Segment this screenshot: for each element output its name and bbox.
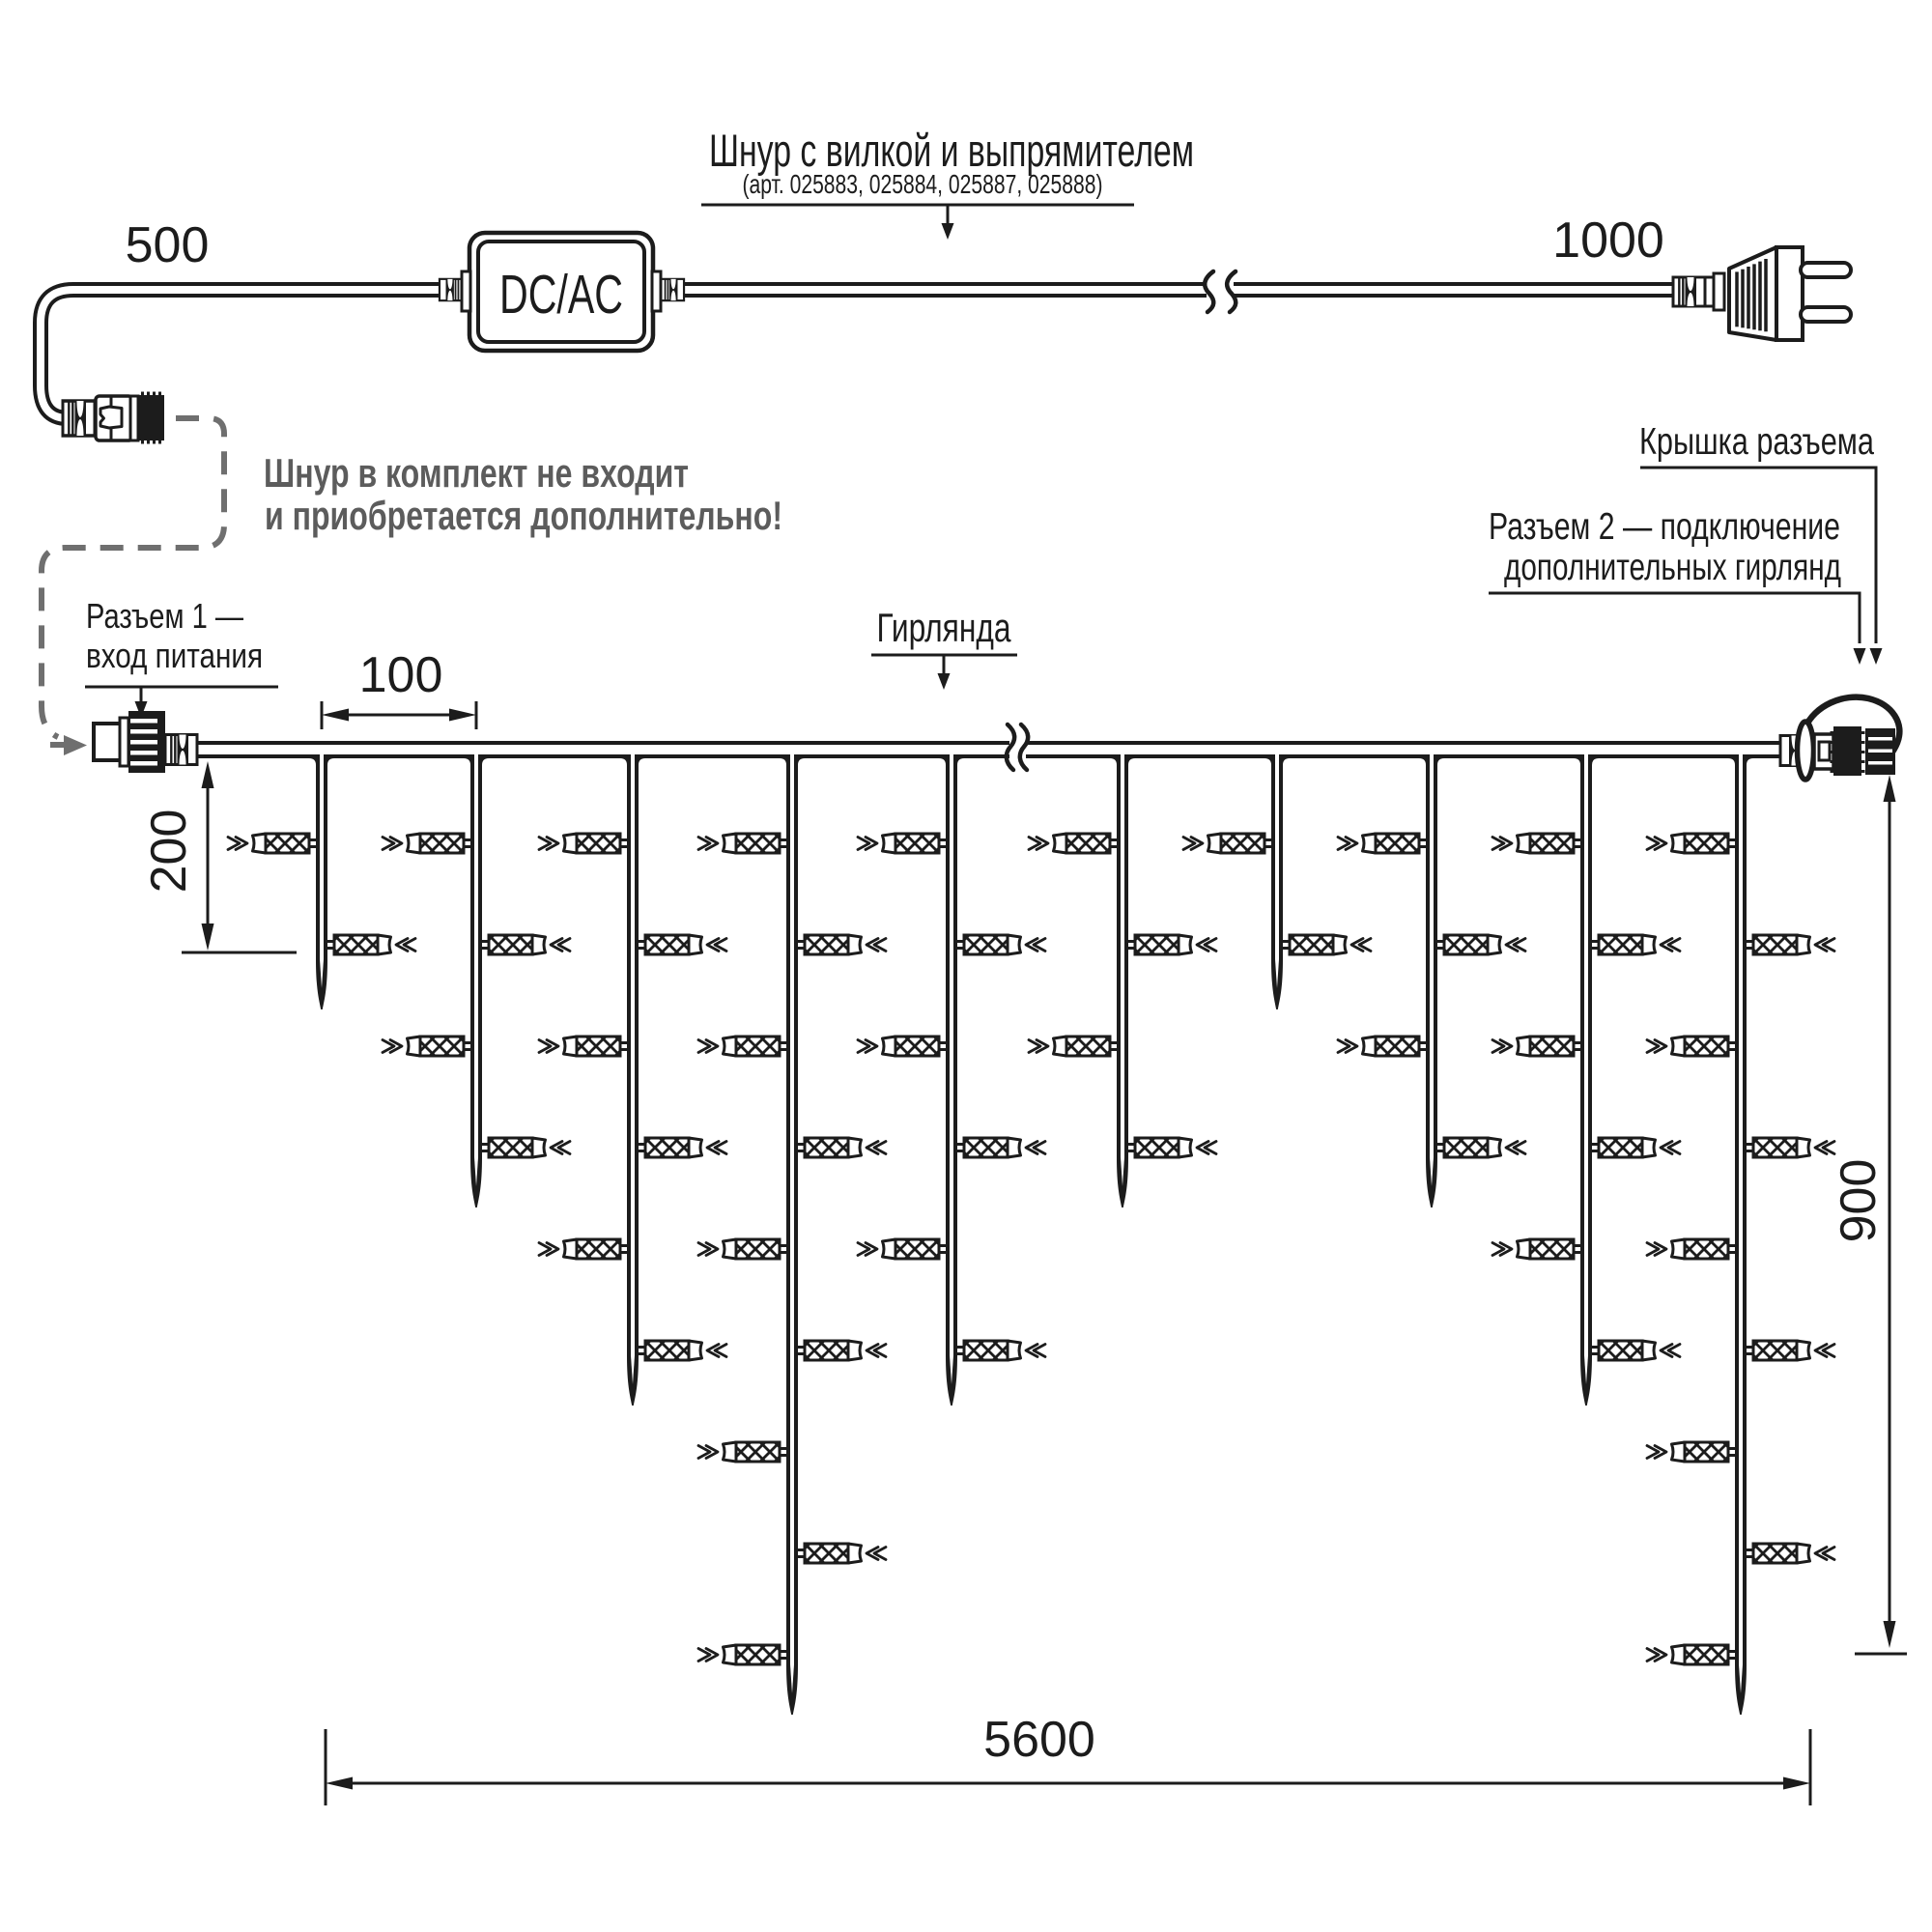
svg-text:дополнительных гирлянд: дополнительных гирлянд bbox=[1504, 547, 1841, 588]
svg-text:вход питания: вход питания bbox=[86, 636, 263, 675]
svg-text:500: 500 bbox=[126, 217, 210, 273]
svg-text:(арт. 025883, 025884, 025887,: (арт. 025883, 025884, 025887, 025888) bbox=[743, 169, 1103, 199]
svg-text:100: 100 bbox=[359, 647, 443, 703]
svg-text:1000: 1000 bbox=[1552, 213, 1664, 269]
svg-text:и приобретается дополнительно!: и приобретается дополнительно! bbox=[265, 493, 782, 538]
svg-text:Гирлянда: Гирлянда bbox=[877, 605, 1011, 650]
svg-text:Крышка разъема: Крышка разъема bbox=[1639, 421, 1874, 463]
svg-text:DC/AC: DC/AC bbox=[499, 264, 623, 326]
svg-text:Шнур с вилкой и выпрямителем: Шнур с вилкой и выпрямителем bbox=[709, 125, 1194, 176]
svg-text:5600: 5600 bbox=[983, 1712, 1095, 1768]
svg-text:Шнур в комплект не входит: Шнур в комплект не входит bbox=[264, 450, 689, 496]
svg-text:200: 200 bbox=[141, 810, 197, 894]
svg-text:900: 900 bbox=[1831, 1159, 1887, 1243]
svg-text:Разъем 2 — подключение: Разъем 2 — подключение bbox=[1489, 506, 1840, 548]
svg-text:Разъем 1 —: Разъем 1 — bbox=[86, 596, 243, 636]
